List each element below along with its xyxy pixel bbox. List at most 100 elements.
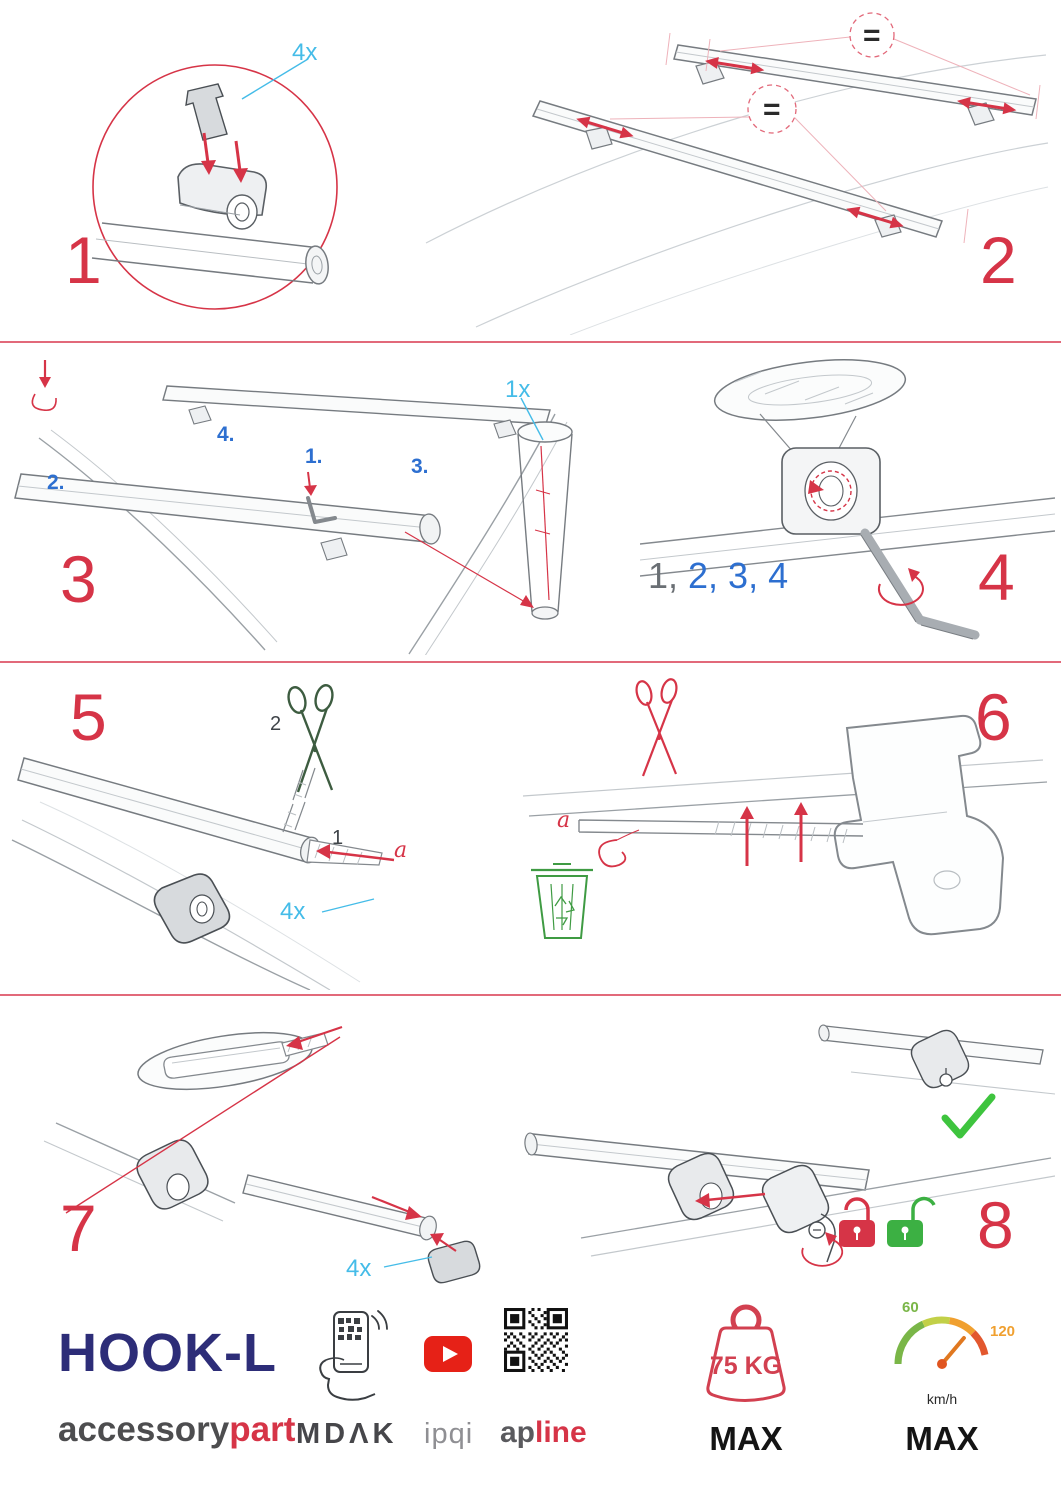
step5-number: 5 xyxy=(70,680,107,754)
turn-hint-arrow xyxy=(31,360,57,412)
phone-qr-scan-icon xyxy=(319,1310,388,1401)
step8-illustration xyxy=(524,1024,1055,1267)
front-crossbar-drawing xyxy=(531,100,943,238)
strap-end xyxy=(306,839,383,866)
bar-underside-oval xyxy=(713,359,907,453)
step-4-panel: 1, 2, 3, 4 4 xyxy=(640,348,1055,658)
rear-crossbar-drawing xyxy=(673,44,1037,126)
weight-max-label: MAX xyxy=(709,1420,783,1457)
scissors-icon xyxy=(287,684,334,793)
footer: HOOK-L accessorypart xyxy=(0,1300,1061,1500)
step-1-panel: 4x 1 xyxy=(30,15,390,335)
step-7-panel: 4x 7 xyxy=(20,1005,510,1300)
mini-locked-view xyxy=(818,1024,1055,1095)
strap-loop xyxy=(282,767,316,833)
side-rails xyxy=(38,413,568,655)
funnel-tool-holder xyxy=(517,421,573,620)
roof-curves xyxy=(425,54,1049,335)
bar-top-opening xyxy=(137,1025,343,1091)
checkmark-icon xyxy=(941,1093,996,1139)
step6-number: 6 xyxy=(975,680,1012,754)
step6-illustration xyxy=(522,678,1048,939)
step1-quantity-label: 4x xyxy=(292,39,318,66)
weight-limit-value: 75 KG xyxy=(709,1352,783,1380)
section-divider-1 xyxy=(0,341,1061,343)
step-2-panel: = = 2 xyxy=(420,5,1050,335)
qr-code xyxy=(504,1308,568,1372)
clamp-b-hook xyxy=(761,1164,836,1263)
roof-bar-lines xyxy=(522,759,1048,817)
insert-arrows xyxy=(201,132,248,183)
padlock-unlocked-icon xyxy=(887,1196,936,1247)
step5-cut-label: 2 xyxy=(270,713,282,735)
strap-leader-line xyxy=(404,531,526,603)
measure-lines xyxy=(609,32,1041,244)
adjust-arrow-4 xyxy=(846,206,904,229)
step1-illustration xyxy=(91,58,338,310)
step-8-panel: 8 xyxy=(515,1000,1055,1300)
clamp-closeup xyxy=(781,447,881,535)
equal-circle-b xyxy=(747,84,797,134)
equal-sign-a: = xyxy=(863,19,881,52)
front-crossbar xyxy=(14,473,441,561)
strap-leader-head xyxy=(520,595,534,608)
step4-sequence: 1, 2, 3, 4 xyxy=(648,558,788,594)
step7-illustration xyxy=(43,1025,481,1284)
discard-curl xyxy=(598,829,640,868)
step5-slot-label: 1 xyxy=(332,827,344,849)
step3-label-2: 2. xyxy=(47,471,65,494)
equal-sign-b: = xyxy=(763,93,781,126)
qty-leader-line xyxy=(520,397,544,441)
brand-accessory: accessory xyxy=(58,1410,230,1449)
pull-arrow xyxy=(316,844,395,862)
step3-label-1: 1. xyxy=(305,445,323,468)
step3-quantity-label: 1x xyxy=(505,376,531,403)
speed-min-label: 60 xyxy=(902,1299,919,1316)
step5-illustration xyxy=(11,684,395,990)
step7-quantity-label: 4x xyxy=(346,1255,372,1282)
adjust-arrow-1 xyxy=(705,57,765,75)
step-5-panel: 2 1 a 4x 5 xyxy=(10,672,480,990)
step3-number: 3 xyxy=(60,542,97,616)
logo-ipqi: ipqi xyxy=(424,1418,474,1450)
step2-illustration xyxy=(425,12,1049,335)
step-6-panel: a 6 xyxy=(495,670,1055,990)
clamp-body-drawing xyxy=(177,163,268,230)
scissors-icon-red xyxy=(635,678,678,777)
magnifier-circle xyxy=(92,64,338,310)
logo-line: line xyxy=(535,1416,587,1449)
step1-number: 1 xyxy=(65,223,102,297)
youtube-icon xyxy=(424,1336,472,1372)
adjust-arrow-3 xyxy=(576,116,634,139)
weight-icon xyxy=(706,1304,786,1402)
speedometer-icon xyxy=(894,1316,989,1369)
bar-end-cap-assembly xyxy=(242,1174,481,1284)
bracket-piece-drawing xyxy=(185,83,228,141)
step6-a-label: a xyxy=(557,808,571,833)
rotate-arrow xyxy=(877,568,924,606)
speed-unit-label: km/h xyxy=(926,1391,958,1407)
step8-number: 8 xyxy=(977,1188,1014,1262)
sequence-gray: 1, xyxy=(648,555,679,596)
aero-bar xyxy=(17,757,321,864)
logo-apline: apline xyxy=(500,1418,587,1448)
brand-logo: accessorypart xyxy=(58,1412,295,1447)
lock-knob xyxy=(801,1221,844,1267)
sequence-blue: 2, 3, 4 xyxy=(678,555,789,596)
trash-icon xyxy=(531,863,593,939)
guide-line-red xyxy=(65,1036,341,1214)
product-name: HOOK-L xyxy=(58,1323,277,1383)
adjust-arrow-2 xyxy=(957,97,1017,115)
step5-a-label: a xyxy=(394,838,408,863)
step4-number: 4 xyxy=(978,540,1015,614)
brand-part: part xyxy=(229,1410,296,1449)
rail-clamp xyxy=(136,1139,209,1210)
step4-illustration xyxy=(640,359,1055,640)
step5-quantity-label: 4x xyxy=(280,898,306,925)
speed-max-label: MAX xyxy=(905,1420,979,1457)
allen-key xyxy=(860,528,980,640)
strap-band xyxy=(578,819,864,844)
qty-leader-line xyxy=(241,58,309,100)
rail-clamp xyxy=(153,873,231,944)
